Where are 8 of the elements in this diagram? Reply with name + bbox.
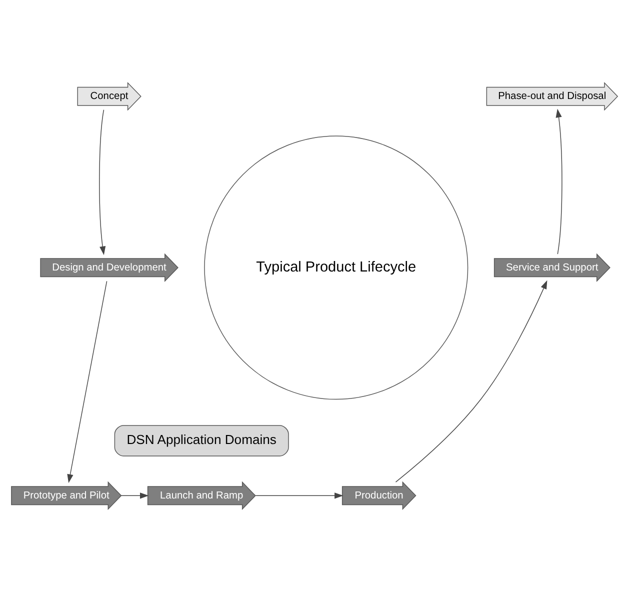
node-box: DSN Application Domains xyxy=(114,425,289,456)
arrow xyxy=(255,492,344,499)
arrow xyxy=(99,110,106,256)
arrow xyxy=(67,280,108,484)
arrow xyxy=(395,280,548,482)
node-circle: Typical Product Lifecycle xyxy=(204,136,468,400)
arrow xyxy=(556,108,562,254)
arrow xyxy=(120,492,149,499)
